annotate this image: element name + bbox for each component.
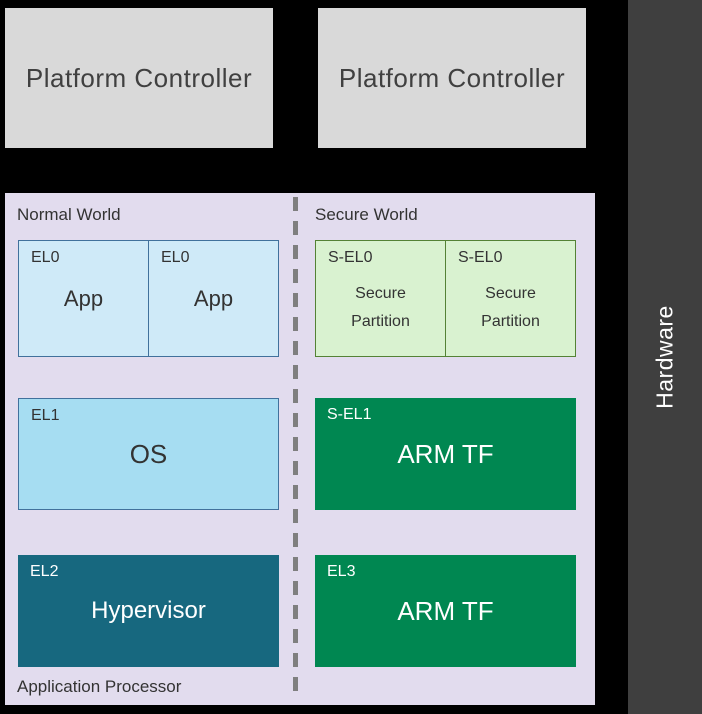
sel1-level-label: S-EL1 <box>327 406 372 423</box>
sel0-secure-partition-box-1: S-EL0 Secure Partition <box>315 240 446 357</box>
el2-hypervisor-box: EL2 Hypervisor <box>18 555 279 667</box>
sel0-secure-partition-label-1: Secure Partition <box>351 262 410 334</box>
sel0-label-1-line-2: Partition <box>351 312 410 330</box>
el2-level-label: EL2 <box>30 563 59 580</box>
el2-hypervisor-label: Hypervisor <box>91 597 206 624</box>
sel0-label-2-line-2: Partition <box>481 312 540 330</box>
platform-controller-right-box: Platform Controller <box>318 8 586 148</box>
el3-armtf-box: EL3 ARM TF <box>315 555 576 667</box>
sel0-label-2-line-1: Secure <box>485 285 536 303</box>
sel1-armtf-label: ARM TF <box>397 438 494 469</box>
el0-level-label-1: EL0 <box>31 249 60 266</box>
sel1-armtf-box: S-EL1 ARM TF <box>315 398 576 510</box>
sel0-level-label-2: S-EL0 <box>458 249 503 266</box>
platform-controller-left-label: Platform Controller <box>25 62 253 93</box>
sel0-secure-partition-box-2: S-EL0 Secure Partition <box>445 240 576 357</box>
platform-controller-left-box: Platform Controller <box>5 8 273 148</box>
normal-world-label: Normal World <box>17 205 121 224</box>
platform-controller-right-label: Platform Controller <box>338 62 566 93</box>
el0-app-label-2: App <box>193 285 234 311</box>
hardware-bar: Hardware <box>628 0 702 714</box>
el0-app-label-1: App <box>63 285 104 311</box>
application-processor-label: Application Processor <box>17 677 182 696</box>
el0-app-box-1: EL0 App <box>18 240 149 357</box>
el1-os-box: EL1 OS <box>18 398 279 510</box>
sel0-label-1-line-1: Secure <box>355 285 406 303</box>
el1-level-label: EL1 <box>31 407 60 424</box>
el0-level-label-2: EL0 <box>161 249 190 266</box>
el1-os-label: OS <box>129 438 168 469</box>
secure-world-label: Secure World <box>315 205 418 224</box>
el3-level-label: EL3 <box>327 563 356 580</box>
world-divider-dashed-line <box>293 197 298 701</box>
el0-app-box-2: EL0 App <box>148 240 279 357</box>
sel0-secure-partition-label-2: Secure Partition <box>481 262 540 334</box>
sel0-level-label-1: S-EL0 <box>328 249 373 266</box>
application-processor-panel: Normal World Secure World EL0 App EL0 Ap… <box>5 193 595 705</box>
hardware-label: Hardware <box>651 305 678 409</box>
el3-armtf-label: ARM TF <box>397 595 494 626</box>
